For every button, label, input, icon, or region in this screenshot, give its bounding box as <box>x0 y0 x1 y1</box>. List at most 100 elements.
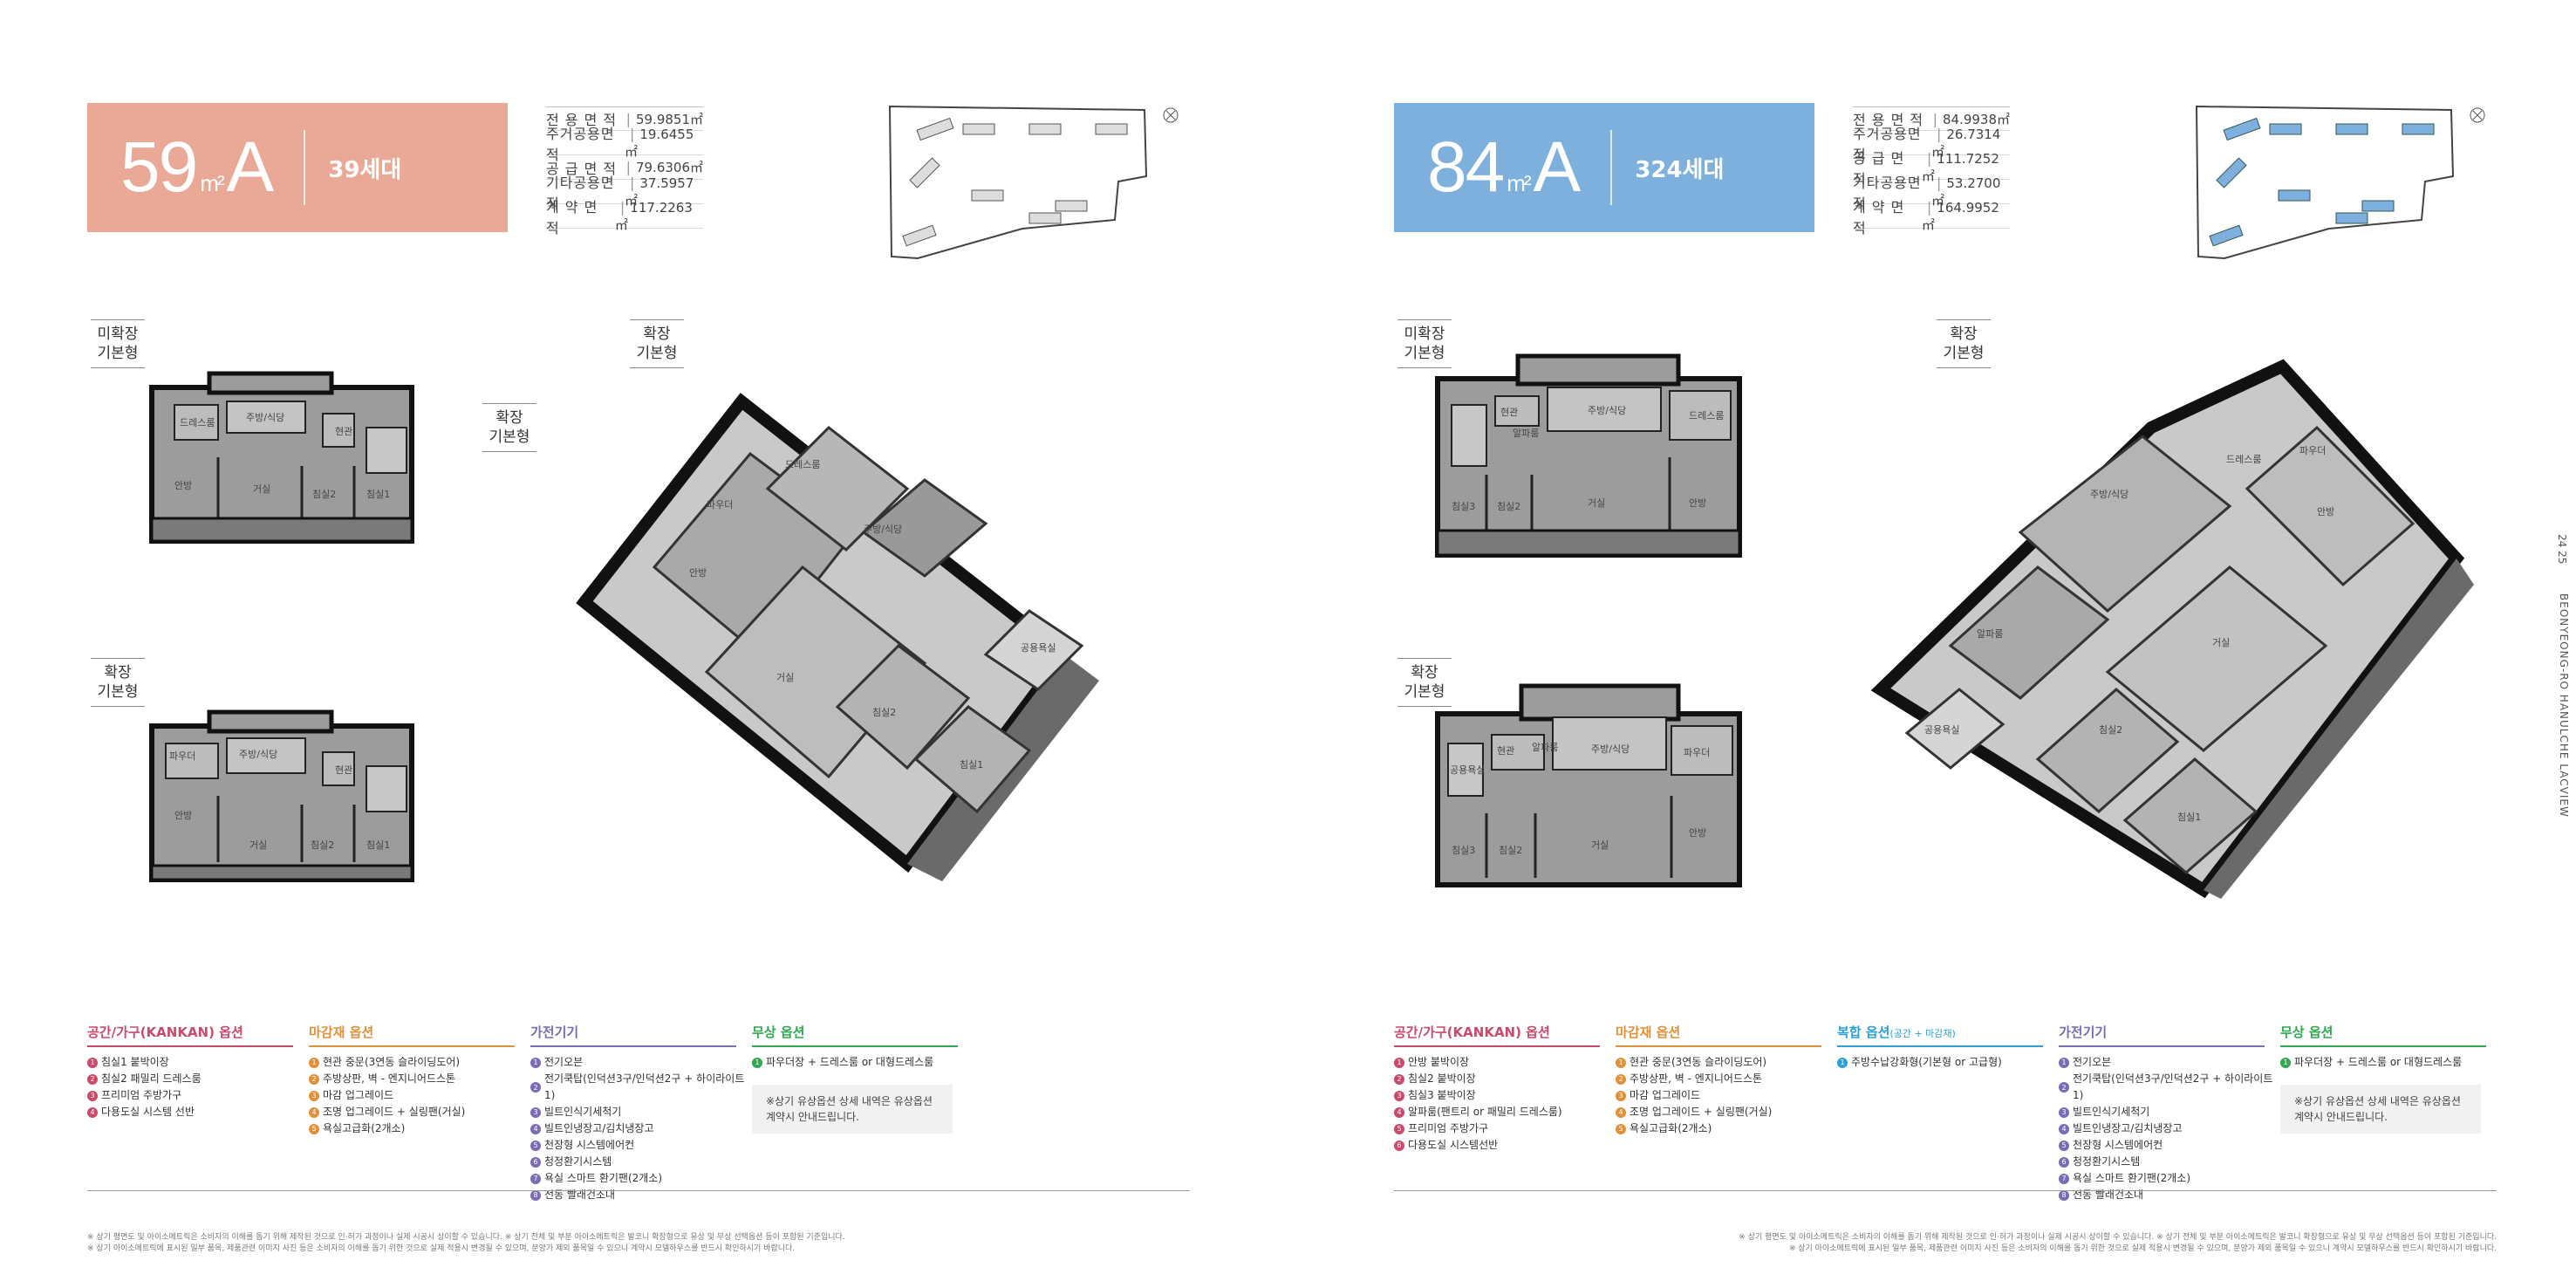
option-item-text: 침실3 붙박이장 <box>1408 1089 1476 1101</box>
room-label-kitchen: 주방/식당 <box>1591 743 1630 755</box>
area-label: 공 급 면 적 <box>546 160 618 177</box>
page-84a: 84 m² A 324세대 전 용 면 적|84.9938㎡ 주거공용면적|26… <box>1288 0 2575 1288</box>
option-number-badge: 4 <box>530 1123 541 1134</box>
option-number-badge: 1 <box>530 1057 541 1068</box>
room-label-master: 안방 <box>174 810 192 821</box>
household-count: 324세대 <box>1635 156 1725 183</box>
tag-text: 미확장 기본형 <box>97 325 139 362</box>
area-row: 공 급 면 적|79.6306㎡ <box>546 155 703 180</box>
option-number-badge: 3 <box>2059 1106 2069 1118</box>
disclaimer-line: ※ 상기 평면도 및 아이소메트릭은 소비자의 이해를 돕기 위해 제작된 것으… <box>87 1233 845 1242</box>
area-label: 기타공용면적 <box>1853 174 1922 212</box>
floor-plan-unexpanded: 현관 알파룸 주방/식당 드레스룸 침실3 침실2 거실 안방 <box>1435 353 1742 558</box>
option-title-text: 가전기기 <box>530 1024 579 1040</box>
tag-expanded-partial: 확장 기본형 <box>482 403 536 452</box>
tag-text: 확장 기본형 <box>1404 664 1445 701</box>
option-item-text: 빌트인냉장고/김치냉장고 <box>2073 1122 2183 1134</box>
option-item-text: 주방상판, 벽 - 엔지니어드스톤 <box>323 1072 456 1085</box>
room-label-entrance: 현관 <box>335 426 352 437</box>
option-number-badge: 1 <box>2280 1057 2291 1068</box>
option-note: ※상기 유상옵션 상세 내역은 유상옵션 계약시 안내드립니다. <box>752 1085 953 1134</box>
room-label-bed1: 침실1 <box>960 759 983 771</box>
tag-text: 확장 기본형 <box>636 325 678 362</box>
option-title: 공간/가구(KANKAN) 옵션 <box>87 1023 293 1047</box>
option-title-text: 마감재 옵션 <box>1616 1024 1681 1040</box>
floor-plan-unexpanded: 드레스룸 주방/식당 현관 안방 거실 침실2 침실1 <box>149 371 414 544</box>
tag-expanded-bottom: 확장 기본형 <box>91 658 145 707</box>
option-item-text: 알파룸(팬트리 or 패밀리 드레스룸) <box>1408 1106 1562 1118</box>
option-number-badge: 2 <box>309 1073 319 1085</box>
isometric-plan: 주방/식당 안방 알파룸 거실 침실2 침실1 공용욕실 드레스룸 파우더 <box>1870 359 2474 899</box>
disclaimer-line: ※ 상기 아이소메트릭에 표시된 일부 품목, 제품관련 이미지 사진 등은 소… <box>1788 1244 2497 1253</box>
room-label-entrance: 현관 <box>335 764 352 776</box>
room-label-bed2: 침실2 <box>1497 501 1520 512</box>
room-label-entrance: 현관 <box>1500 407 1518 418</box>
room-label-master: 안방 <box>174 480 192 491</box>
tag-text: 확장 기본형 <box>1943 325 1985 362</box>
option-number-badge: 2 <box>1394 1073 1404 1085</box>
option-item-text: 침실2 패밀리 드레스룸 <box>101 1072 202 1085</box>
option-item-text: 천장형 시스템에어컨 <box>2073 1139 2163 1151</box>
room-label-kitchen: 주방/식당 <box>864 524 902 535</box>
option-number-badge: 3 <box>309 1090 319 1101</box>
site-plan <box>888 105 1179 260</box>
page-59a: 59 m² A 39세대 전 용 면 적|59.9851㎡ 주거공용면적|19.… <box>87 103 1190 1253</box>
option-item-text: 욕실고급화(2개소) <box>1630 1122 1712 1134</box>
room-label-bath: 공용욕실 <box>1450 764 1485 776</box>
option-item: 2 주방상판, 벽 - 엔지니어드스톤 <box>309 1071 530 1087</box>
tag-text: 확장 기본형 <box>97 664 139 701</box>
option-title: 복합 옵션(공간 + 마감재) <box>1837 1023 2043 1047</box>
room-label-dress: 드레스룸 <box>1689 410 1724 421</box>
option-item-text: 전동 빨래건조대 <box>544 1189 616 1201</box>
area-label: 계 약 면 적 <box>546 198 598 236</box>
area-table: 전 용 면 적|84.9938㎡ 주거공용면적|26.7314㎡ 공 급 면 적… <box>1853 106 2010 236</box>
area-row: 전 용 면 적|59.9851㎡ <box>546 106 703 131</box>
room-label-bed2: 침실2 <box>312 489 336 500</box>
option-number-badge: 7 <box>530 1173 541 1184</box>
option-title: 가전기기 <box>530 1023 736 1047</box>
option-title-text: 무상 옵션 <box>2280 1024 2333 1040</box>
option-item-text: 빌트인식기세척기 <box>2073 1106 2150 1118</box>
option-item-text: 욕실 스마트 환기팬(2개소) <box>2073 1172 2191 1184</box>
floor-plan-expanded: 공용욕실 현관 알파룸 주방/식당 파우더 침실3 침실2 거실 안방 <box>1435 683 1742 887</box>
option-number-badge: 2 <box>87 1073 98 1085</box>
option-number-badge: 1 <box>1837 1057 1848 1068</box>
option-title-text: 무상 옵션 <box>752 1024 805 1040</box>
badge-divider <box>304 130 306 205</box>
option-item-text: 욕실 스마트 환기팬(2개소) <box>544 1172 663 1184</box>
unit-size: 84 m² A <box>1394 127 1581 209</box>
area-label: 기타공용면적 <box>546 174 615 212</box>
isometric-plan: 안방 거실 침실2 침실1 주방/식당 공용욕실 파우더 드레스룸 <box>576 393 1099 881</box>
option-number-badge: 3 <box>530 1106 541 1118</box>
room-label-living: 거실 <box>2212 637 2230 648</box>
option-number-badge: 1 <box>309 1057 319 1068</box>
room-label-bed2: 침실2 <box>1499 845 1522 856</box>
household-count: 39세대 <box>328 156 402 183</box>
option-number-badge: 6 <box>530 1156 541 1168</box>
room-label-kitchen: 주방/식당 <box>1588 405 1626 416</box>
option-item-text: 마감 업그레이드 <box>323 1089 394 1101</box>
option-item: 3 빌트인식기세척기 <box>2059 1104 2280 1120</box>
option-number-badge: 2 <box>530 1082 541 1093</box>
unit-size-number: 59 <box>120 127 198 207</box>
room-label-living: 거실 <box>253 483 270 495</box>
option-item-text: 전기오븐 <box>2073 1056 2112 1068</box>
